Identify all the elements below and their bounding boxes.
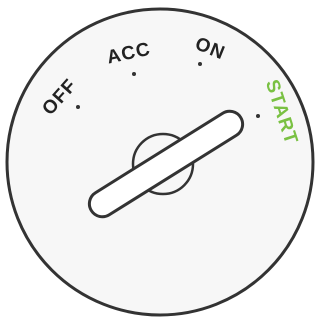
position-dot-off [76,105,80,109]
position-dot-start [256,114,260,118]
position-dot-on [198,62,202,66]
position-dot-acc [132,72,136,76]
